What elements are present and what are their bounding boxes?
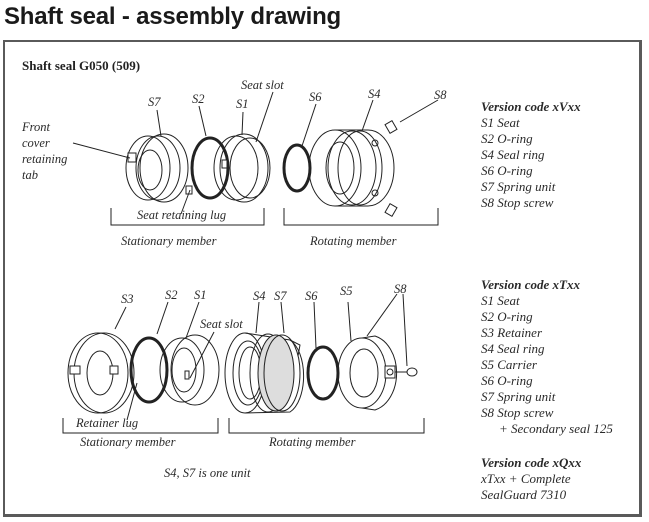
legend-item: S1 Seat <box>481 115 520 130</box>
o-ring-s2-bottom <box>129 336 169 404</box>
label-s6-bottom: S6 <box>305 289 318 303</box>
stop-screw-s8-top <box>371 119 398 218</box>
label-stationary-member-bottom: Stationary member <box>80 435 176 449</box>
legend-item: S3 Retainer <box>481 325 543 340</box>
legend-line: xTxx + Complete <box>481 471 571 486</box>
legend-line: SealGuard 7310 <box>481 487 567 502</box>
label-s2-top: S2 <box>192 92 205 106</box>
svg-text:tab: tab <box>22 168 38 182</box>
legend-item: S8 Stop screw <box>481 405 554 420</box>
legend-extra: + Secondary seal 125 <box>499 421 613 436</box>
spring-unit-s7-top <box>125 133 193 203</box>
legend-title: Version code xQxx <box>481 455 582 470</box>
legend-item: S4 Seal ring <box>481 341 545 356</box>
legend-item: S4 Seal ring <box>481 147 545 162</box>
seat-s1-bottom <box>159 334 220 406</box>
o-ring-s2-top <box>190 136 230 200</box>
legend-item: S1 Seat <box>481 293 520 308</box>
label-s5-bottom: S5 <box>340 284 353 298</box>
page-title: Shaft seal - assembly drawing <box>4 3 341 30</box>
label-s1-bottom: S1 <box>194 288 207 302</box>
svg-text:retaining: retaining <box>22 152 67 166</box>
label-s7-bottom: S7 <box>274 289 287 303</box>
label-rotating-member-bottom: Rotating member <box>268 435 356 449</box>
label-s3-bottom: S3 <box>121 292 134 306</box>
label-retainer-lug: Retainer lug <box>75 416 138 430</box>
legend-title: Version code xTxx <box>481 277 580 292</box>
legend-version-xtxx: Version code xTxx S1 Seat S2 O-ring S3 R… <box>481 277 613 437</box>
label-seat-slot-bottom: Seat slot <box>200 317 243 331</box>
legend-item: S6 O-ring <box>481 373 533 388</box>
seat-s1-top <box>213 133 271 203</box>
front-cover-tab-label: Front cover retaining tab <box>21 120 67 182</box>
legend-item: S7 Spring unit <box>481 389 556 404</box>
stop-screw-s8-bottom <box>395 367 418 377</box>
legend-item: S2 O-ring <box>481 309 533 324</box>
drawing-frame <box>3 40 642 517</box>
legend-item: S2 O-ring <box>481 131 533 146</box>
legend-title: Version code xVxx <box>481 99 581 114</box>
legend-version-xvxx: Version code xVxx S1 Seat S2 O-ring S4 S… <box>481 99 581 211</box>
retainer-s3-bottom <box>67 332 135 414</box>
note-one-unit: S4, S7 is one unit <box>164 466 251 480</box>
label-s2-bottom: S2 <box>165 288 178 302</box>
label-s4-top: S4 <box>368 87 381 101</box>
label-s7-top: S7 <box>148 95 161 109</box>
legend-item: S7 Spring unit <box>481 179 556 194</box>
carrier-s5-bottom <box>337 335 398 411</box>
svg-text:cover: cover <box>22 136 50 150</box>
label-s4-bottom: S4 <box>253 289 266 303</box>
label-seat-retaining-lug: Seat retaining lug <box>137 208 226 222</box>
label-s8-top: S8 <box>434 88 447 102</box>
drawing-subtitle: Shaft seal G050 (509) <box>22 58 141 73</box>
svg-text:Front: Front <box>21 120 51 134</box>
label-s8-bottom: S8 <box>394 282 407 296</box>
label-seat-slot-top: Seat slot <box>241 78 284 92</box>
seal-ring-s4-top <box>308 129 395 207</box>
label-stationary-member-top: Stationary member <box>121 234 217 248</box>
legend-version-xqxx: Version code xQxx xTxx + Complete SealGu… <box>481 455 581 503</box>
legend-item: S5 Carrier <box>481 357 537 372</box>
legend-item: S8 Stop screw <box>481 195 554 210</box>
o-ring-s6-top <box>282 143 312 193</box>
o-ring-s6-bottom <box>306 345 340 401</box>
label-s1-top: S1 <box>236 97 249 111</box>
seal-ring-spring-unit-s4-s7-bottom <box>224 332 305 414</box>
legend-item: S6 O-ring <box>481 163 533 178</box>
label-s6-top: S6 <box>309 90 322 104</box>
label-rotating-member-top: Rotating member <box>309 234 397 248</box>
